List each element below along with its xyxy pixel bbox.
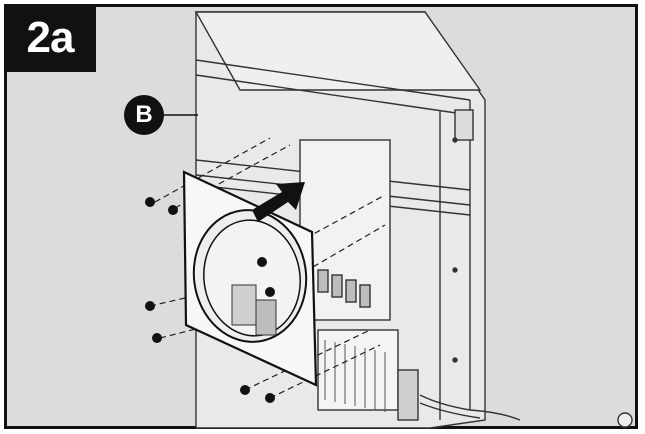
screw-icon <box>145 301 155 311</box>
arrow-icon <box>252 182 305 222</box>
screw-icon <box>265 393 275 403</box>
screw-icon <box>240 385 250 395</box>
screws <box>145 197 275 403</box>
callout-badge-b: B <box>124 95 164 135</box>
flange-plate <box>182 170 318 387</box>
screw-icon <box>145 197 155 207</box>
step-label: 2a <box>4 4 96 72</box>
screw-icon <box>168 205 178 215</box>
screw-icon <box>152 333 162 343</box>
screw-icon <box>257 257 267 267</box>
screw-icon <box>265 287 275 297</box>
